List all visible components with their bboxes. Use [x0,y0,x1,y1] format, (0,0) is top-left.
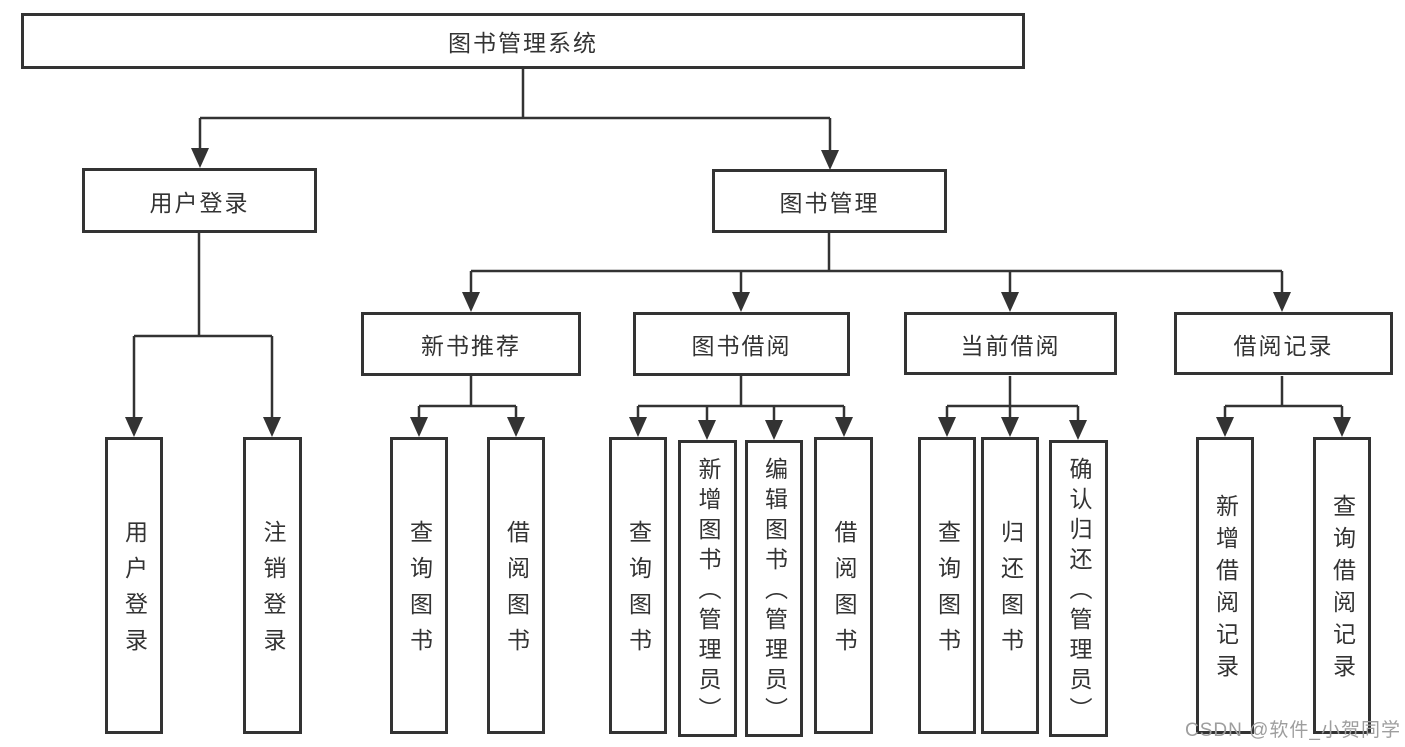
node-label: 当前借阅 [960,332,1061,359]
node-label: 新增借阅记录 [1212,494,1239,686]
arrow-down-icon [410,417,428,437]
node-label: 借阅图书 [503,520,530,664]
node-leaf-user-login: 用户登录 [105,437,163,734]
node-current-borrowing: 当前借阅 [904,312,1117,375]
node-label: 确认归还（管理员） [1066,457,1092,727]
node-leaf-logout: 注销登录 [243,437,302,734]
arrow-down-icon [125,417,143,437]
node-library-management-system: 图书管理系统 [21,13,1025,69]
arrow-down-icon [1333,417,1351,437]
node-label: 注销登录 [260,520,286,664]
node-book-management: 图书管理 [712,169,947,233]
arrow-down-icon [629,417,647,437]
node-label: 查询图书 [625,520,652,664]
node-label: 归还图书 [997,520,1024,664]
node-label: 查询图书 [406,520,433,664]
node-label: 编辑图书（管理员） [761,457,788,727]
node-leaf-return-books: 归还图书 [981,437,1039,734]
node-label: 图书管理 [779,190,880,216]
node-leaf-recommend-query-books: 查询图书 [390,437,448,734]
arrow-down-icon [1001,292,1019,312]
arrow-down-icon [462,292,480,312]
node-label: 借阅记录 [1233,332,1334,359]
node-label: 图书借阅 [691,333,792,359]
arrow-down-icon [191,148,209,168]
node-leaf-borrowing-borrow-books: 借阅图书 [814,437,873,734]
node-new-book-recommendation: 新书推荐 [361,312,581,376]
node-book-borrowing: 图书借阅 [633,312,850,376]
arrow-down-icon [263,417,281,437]
node-label: 查询借阅记录 [1329,494,1356,686]
node-leaf-add-borrow-record: 新增借阅记录 [1196,437,1254,734]
node-leaf-query-borrow-record: 查询借阅记录 [1313,437,1371,734]
arrow-down-icon [507,417,525,437]
node-label: 新增图书（管理员） [695,457,721,727]
node-leaf-recommend-borrow-books: 借阅图书 [487,437,545,734]
node-leaf-current-query-books: 查询图书 [918,437,976,734]
arrow-down-icon [698,420,716,440]
node-label: 新书推荐 [421,333,521,359]
node-label: 查询图书 [934,520,961,664]
node-user-login: 用户登录 [82,168,317,233]
node-leaf-edit-books-admin: 编辑图书（管理员） [745,440,803,737]
node-borrowing-records: 借阅记录 [1174,312,1393,375]
arrow-down-icon [1273,292,1291,312]
arrow-heads [125,148,1351,440]
arrow-down-icon [835,417,853,437]
node-label: 用户登录 [121,520,148,664]
arrow-down-icon [938,417,956,437]
node-label: 借阅图书 [831,520,857,664]
arrow-down-icon [821,150,839,170]
node-label: 用户登录 [149,189,250,216]
arrow-down-icon [1001,417,1019,437]
arrow-down-icon [1069,420,1087,440]
arrow-down-icon [732,292,750,312]
connector-lines [132,69,1344,422]
node-leaf-add-books-admin: 新增图书（管理员） [678,440,737,737]
node-label: 图书管理系统 [448,30,598,56]
csdn-watermark: CSDN @软件_小贺同学 [1185,720,1401,741]
arrow-down-icon [1216,417,1234,437]
arrow-down-icon [765,420,783,440]
node-leaf-borrowing-query-books: 查询图书 [609,437,667,734]
node-leaf-confirm-return-admin: 确认归还（管理员） [1049,440,1108,737]
